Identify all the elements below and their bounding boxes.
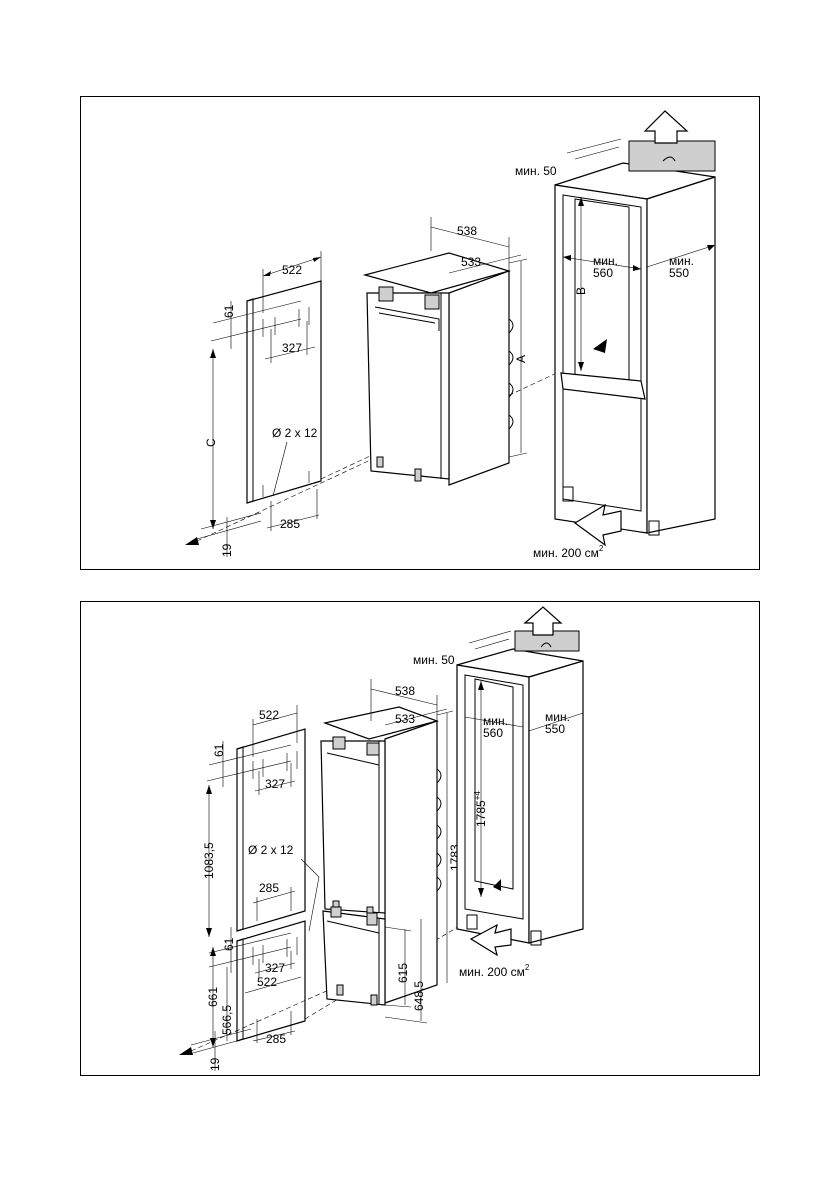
label-air-opening: мин. 200 см2 [533, 544, 604, 560]
dim-niche-width: мин. 560 [562, 254, 642, 280]
niche-cabinet [554, 110, 716, 547]
label-661: 661 [206, 987, 220, 1007]
label-615: 615 [396, 963, 410, 983]
dim-niche-height: B [574, 197, 588, 371]
dim-hinge-spacing: 327 [264, 321, 316, 363]
screw-note: Ø 2 x 12 [272, 426, 318, 497]
dim-appliance-width-bottom: 533 [384, 708, 448, 726]
label-327-lower: 327 [265, 961, 285, 975]
dim-panel-height: C [204, 349, 218, 529]
dim-upper-height: 1083,5 [202, 785, 216, 937]
dim-niche-depth-bottom: мин. 550 [528, 710, 584, 736]
label-screw: Ø 2 x 12 [272, 426, 318, 440]
screw-note-bottom: Ø 2 x 12 [248, 843, 320, 932]
dim-lower-bottom-width: 285 [252, 1011, 296, 1046]
dim-upper-bottom-width: 285 [252, 881, 296, 921]
label-min-550-bottom-label: мин. [545, 710, 570, 724]
label-327-upper: 327 [265, 777, 285, 791]
door-panel [246, 280, 322, 504]
label-550-bottom: 550 [545, 722, 565, 736]
dim-niche-width-bottom: мин. 560 [464, 714, 524, 740]
dim-upper-hinge-offset: 61 [206, 741, 292, 787]
label-61-lower: 61 [222, 937, 236, 951]
label-560: 560 [593, 266, 613, 280]
dim-top-clearance: мин. 50 [515, 138, 622, 178]
label-522-lower: 522 [257, 975, 277, 989]
diagram-single-door-svg: 522 61 327 C Ø 2 x 12 [185, 110, 716, 560]
dim-lower-hinge-offset: 61 [208, 927, 292, 973]
dim-hinge-offset: 61 [210, 300, 302, 349]
label-550: 550 [669, 266, 689, 280]
label-min50-bottom: мин. 50 [413, 653, 455, 667]
label-C: C [204, 438, 218, 447]
dim-top-clearance-bottom: мин. 50 [413, 630, 512, 667]
label-285: 285 [280, 517, 300, 531]
label-566-5: 566,5 [220, 1005, 234, 1035]
label-1083-5: 1083,5 [202, 842, 216, 879]
label-533: 533 [461, 255, 481, 269]
appliance [362, 252, 514, 486]
upper-door-panel [236, 728, 306, 932]
label-A: A [514, 355, 528, 363]
label-min-560-bottom-label: мин. [483, 714, 508, 728]
label-560-bottom: 560 [483, 726, 503, 740]
dim-appliance-width: 533 [448, 254, 522, 274]
label-61-upper: 61 [212, 743, 226, 757]
dim-lower-bottom-offset: 19 [179, 1028, 252, 1071]
dim-niche-depth: мин. 550 [646, 244, 716, 280]
label-648-5: 648,5 [412, 981, 426, 1011]
label-522-upper: 522 [259, 708, 279, 722]
dim-bottom-offset: 19 [185, 512, 262, 557]
appliance-two-door [320, 706, 442, 1006]
dim-appliance-depth-bottom: 538 [370, 679, 438, 721]
label-538: 538 [457, 224, 477, 238]
dim-upper-hinge-spacing: 327 [254, 763, 296, 795]
diagram-two-door-svg: 522 61 327 1083,5 Ø 2 x 12 [179, 606, 584, 1071]
label-screw-bottom: Ø 2 x 12 [248, 843, 294, 857]
label-533-bottom: 533 [395, 712, 415, 726]
installation-diagram-two-door: 522 61 327 1083,5 Ø 2 x 12 [80, 601, 760, 1076]
label-min-560-label: мин. [593, 254, 618, 268]
dim-upper-width: 522 [252, 705, 298, 757]
dim-lower-hinge-spacing: 327 [254, 951, 296, 977]
label-min-550-label: мин. [669, 254, 694, 268]
label-285-lower: 285 [266, 1032, 286, 1046]
label-B: B [574, 287, 588, 295]
dim-appliance-height: A [508, 258, 528, 458]
label-1785: 1785+4 [473, 791, 488, 827]
dim-panel-width: 522 [262, 251, 322, 313]
dim-niche-height-bottom: 1785+4 [473, 681, 488, 897]
label-min50: мин. 50 [515, 164, 557, 178]
label-327: 327 [282, 341, 302, 355]
dim-freezer-height: 615 [384, 926, 412, 1008]
label-61: 61 [222, 304, 236, 318]
dim-bottom-width: 285 [266, 489, 320, 531]
dim-appliance-depth: 538 [430, 217, 510, 271]
dim-lower-height-outer: 661 [206, 947, 220, 1047]
dim-lower-width: 522 [244, 975, 302, 994]
label-19: 19 [220, 543, 234, 557]
installation-diagram-single-door: 522 61 327 C Ø 2 x 12 [80, 96, 760, 570]
label-19-bottom: 19 [208, 1057, 222, 1071]
dim-freezer-height-outer: 648,5 [384, 919, 428, 1024]
niche-cabinet-bottom [456, 606, 584, 957]
label-538-bottom: 538 [395, 684, 415, 698]
label-285-upper: 285 [259, 881, 279, 895]
label-522: 522 [282, 263, 302, 277]
label-air-opening-bottom: мин. 200 см2 [459, 963, 530, 979]
dim-lower-height-inner: 566,5 [220, 967, 234, 1041]
